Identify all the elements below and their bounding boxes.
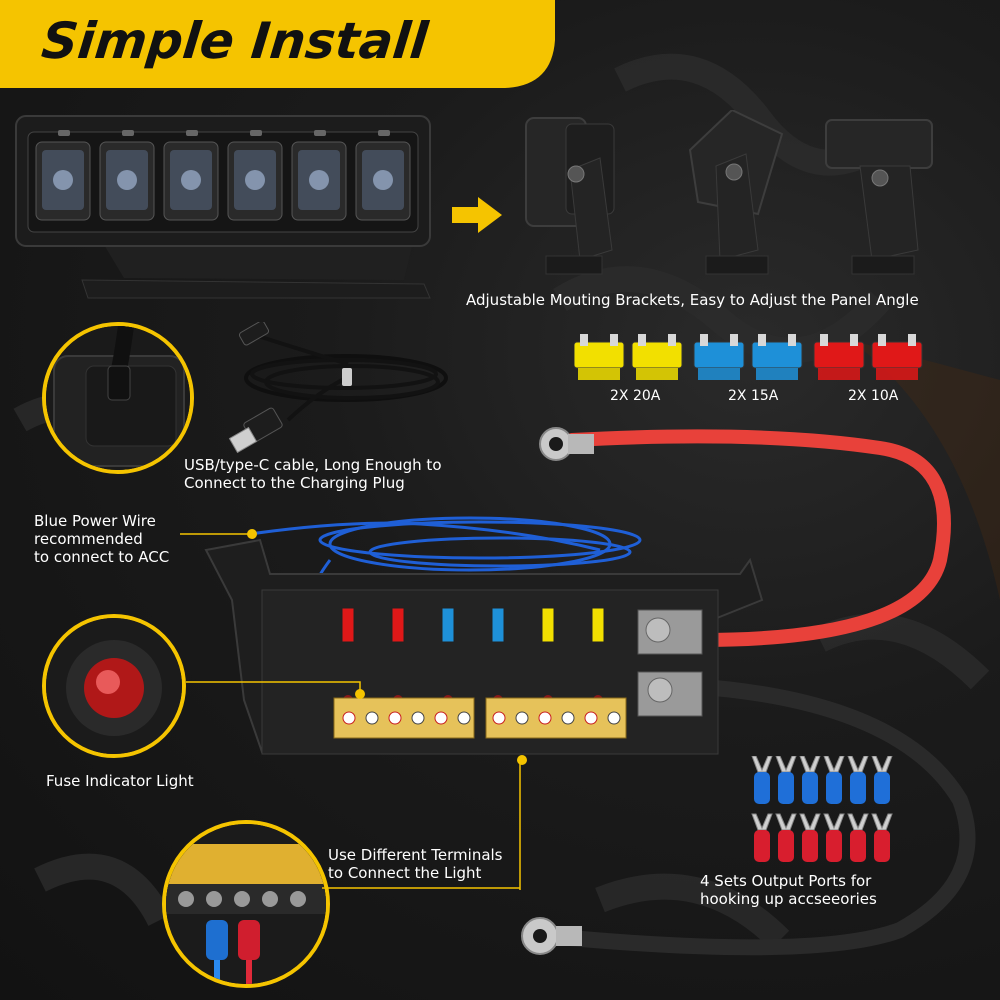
terminal-screw [515, 711, 529, 725]
blade-fuse-icon [631, 334, 683, 380]
terminals-caption-line1: Use Different Terminals [328, 846, 503, 864]
usb-cable-image [228, 322, 448, 454]
usb-port-image [46, 326, 190, 470]
fuse-label-20a: 2X 20A [610, 388, 661, 404]
blue-spade-terminal [751, 756, 773, 804]
output-caption-line1: 4 Sets Output Ports for [700, 872, 872, 890]
terminal-screw [388, 711, 402, 725]
fuse-label-10a: 2X 10A [848, 388, 899, 404]
fuse-indicator-closeup [42, 614, 186, 758]
red-spade-terminal [799, 813, 821, 862]
terminal-screw [561, 711, 575, 725]
terminal-screw [457, 711, 471, 725]
red-spade-terminal [871, 813, 893, 862]
fuse-label-15a: 2X 15A [728, 388, 779, 404]
blue-wire-caption-line2: recommended [34, 530, 143, 548]
blade-fuse-icon [751, 334, 803, 380]
red-spade-terminal [751, 813, 773, 862]
indicator-light-image [46, 618, 182, 754]
fuse-set-image [574, 334, 923, 380]
switch-key [291, 130, 347, 221]
red-spade-terminal [847, 813, 869, 862]
blade-fuse-icon [693, 334, 745, 380]
spade-terminals-image [751, 756, 893, 862]
terminal-screw [584, 711, 598, 725]
switch-key [227, 130, 283, 221]
blade-fuse-icon [813, 334, 865, 380]
switch-key [163, 130, 219, 221]
terminal-screw [342, 711, 356, 725]
terminal-screw [434, 711, 448, 725]
blue-spade-terminal [871, 756, 893, 804]
switch-key [355, 130, 411, 221]
terminal-screw [538, 711, 552, 725]
blue-spade-terminal [823, 756, 845, 804]
blue-spade-terminal [775, 756, 797, 804]
terminal-block-image [166, 824, 326, 984]
switch-key [99, 130, 155, 221]
usb-port-closeup [42, 322, 194, 474]
terminals-closeup [162, 820, 330, 988]
terminal-screw [492, 711, 506, 725]
terminal-screw [411, 711, 425, 725]
switch-key [35, 130, 91, 221]
blue-spade-terminal [799, 756, 821, 804]
terminal-screw [365, 711, 379, 725]
blue-wire-caption-line1: Blue Power Wire [34, 512, 156, 530]
blue-spade-terminal [847, 756, 869, 804]
output-caption-line2: hooking up accseeories [700, 890, 877, 908]
right-arrow-icon [452, 197, 502, 233]
title-banner [0, 0, 555, 88]
red-spade-terminal [823, 813, 845, 862]
mounting-brackets-image [525, 110, 933, 275]
blade-fuse-icon [871, 334, 923, 380]
fuse-indicator-caption: Fuse Indicator Light [46, 772, 194, 790]
brackets-caption: Adjustable Mouting Brackets, Easy to Adj… [466, 291, 919, 309]
usb-caption-line2: Connect to the Charging Plug [184, 474, 405, 492]
terminals-leader [322, 887, 520, 889]
usb-caption-line1: USB/type-C cable, Long Enough to [184, 456, 442, 474]
red-spade-terminal [775, 813, 797, 862]
blue-wire-caption-line3: to connect to ACC [34, 548, 170, 566]
terminals-caption-line2: to Connect the Light [328, 864, 482, 882]
blade-fuse-icon [574, 334, 625, 380]
terminal-screw [607, 711, 621, 725]
switch-panel-image [15, 115, 431, 299]
